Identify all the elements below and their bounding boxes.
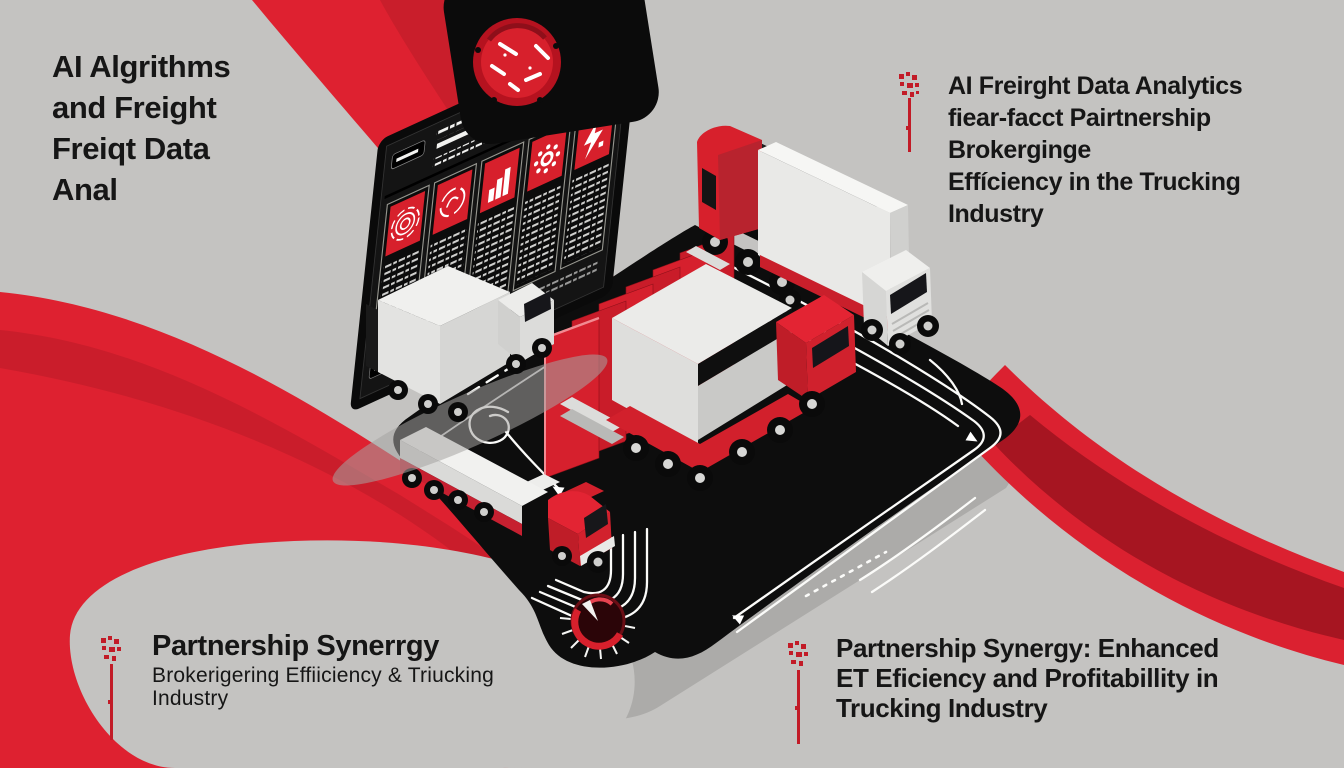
truck-white-box xyxy=(366,266,554,422)
bolt-icon xyxy=(583,119,604,160)
dashboard-card xyxy=(512,119,572,292)
route-arrows xyxy=(552,431,978,625)
caption-bottom-left: Partnership Synerrgy Brokerigering Effii… xyxy=(152,628,494,710)
concentric-rings-icon xyxy=(390,206,420,241)
caption-bottom-right: Partnership Synergy: Enhanced ET Eficien… xyxy=(836,633,1219,723)
glitch-marker-top-right xyxy=(899,72,919,152)
gear-emblem-panel xyxy=(443,0,659,145)
caption-title: Partnership Synerrgy xyxy=(152,630,439,662)
bar-chart-icon xyxy=(487,166,511,203)
glitch-marker-bottom-right xyxy=(788,641,808,744)
headline-line: AI Freirght Data Analytics xyxy=(948,72,1243,100)
monitor-shadow xyxy=(332,354,608,486)
headline-line: Freiqt Data xyxy=(52,131,210,166)
truck-white-semi xyxy=(758,142,939,355)
text-blob xyxy=(69,540,635,768)
gear-emblem xyxy=(473,18,561,106)
headline-top-right: AI Freirght Data Analytics fiear-facct P… xyxy=(948,70,1243,230)
truck-red-box-truck xyxy=(560,264,856,491)
headline-line: Anal xyxy=(52,172,118,207)
gear-icon xyxy=(533,144,561,174)
glitch-marker-bottom-left xyxy=(101,636,121,740)
red-ribbon-right xyxy=(961,365,1344,665)
headline-line: Effíciency in the Trucking xyxy=(948,168,1241,196)
speed-gauge xyxy=(559,593,636,660)
caption-line: Trucking Industry xyxy=(836,693,1048,723)
headline-line: AI Algrithms xyxy=(52,49,231,84)
caption-line: ET Eficiency and Profitabillity in xyxy=(836,663,1219,693)
caption-line: Partnership Synergy: Enhanced xyxy=(836,633,1219,663)
caption-line: Brokerigering Effiiciency & Triucking xyxy=(152,664,494,687)
caption-line: Industry xyxy=(152,687,229,710)
headline-line: Brokerginge xyxy=(948,136,1091,164)
headline-line: Industry xyxy=(948,200,1044,228)
headline-top-left: AI Algrithms and Freight Freiqt Data Ana… xyxy=(52,46,231,210)
scribble-badge-icon xyxy=(439,186,466,218)
headline-line: fiear-facct Pairtnership xyxy=(948,104,1211,132)
headline-line: and Freight xyxy=(52,90,217,125)
